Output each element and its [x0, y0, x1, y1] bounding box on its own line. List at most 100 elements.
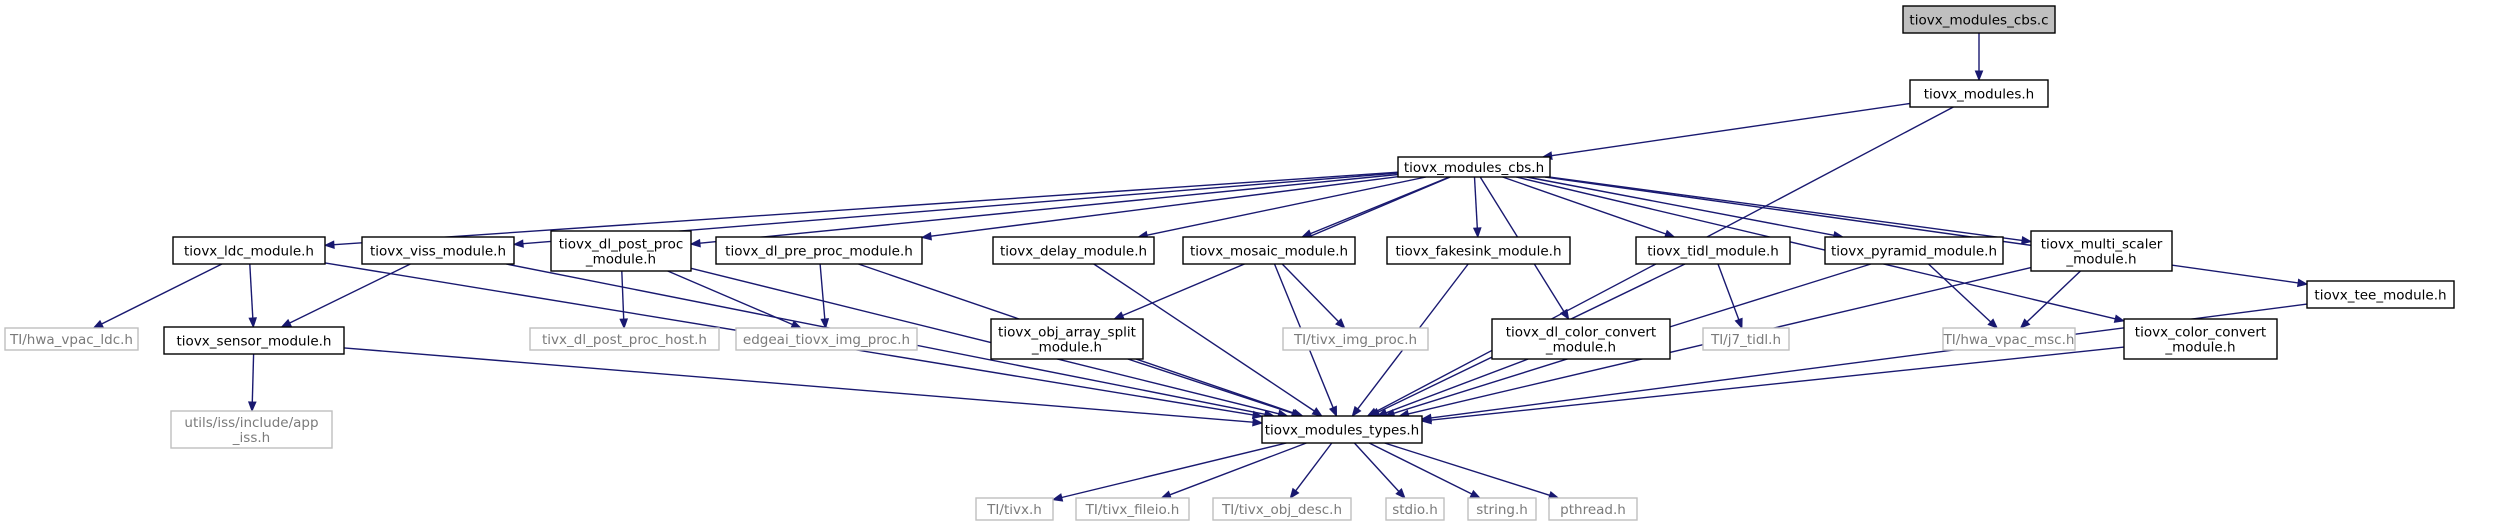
edge-line — [1353, 442, 1400, 492]
edge-n_cbs-to-n_tidl — [1502, 176, 1676, 238]
node-label: tiovx_modules.h — [1924, 87, 2035, 103]
node-box — [2306, 280, 2455, 309]
edge-arrowhead — [1395, 488, 1406, 499]
node-delay[interactable]: tiovx_delay_module.h — [992, 236, 1155, 265]
edge-n_dlpost-to-n_dlposthost — [619, 270, 629, 330]
node-dlpre[interactable]: tiovx_dl_pre_proc_module.h — [715, 236, 923, 265]
node-cbs[interactable]: tiovx_modules_cbs.h — [1397, 156, 1551, 178]
node-mod[interactable]: tiovx_modules.h — [1909, 79, 2049, 108]
edge-arrowhead — [2019, 318, 2031, 329]
node-root[interactable]: tiovx_modules_cbs.c — [1902, 5, 2056, 34]
edge-arrowhead — [2113, 314, 2126, 323]
edge-arrowhead — [1559, 308, 1570, 321]
node-label: _module.h — [585, 252, 656, 268]
node-box — [735, 327, 918, 351]
edge-n_dlcolor-to-n_types — [1376, 358, 1529, 417]
node-label: tiovx_modules_types.h — [1265, 423, 1419, 439]
edge-arrowhead — [1472, 227, 1482, 239]
node-viss[interactable]: tiovx_viss_module.h — [361, 236, 515, 265]
node-box — [975, 497, 1054, 521]
node-types[interactable]: tiovx_modules_types.h — [1261, 415, 1423, 444]
node-fakesink[interactable]: tiovx_fakesink_module.h — [1386, 236, 1571, 265]
node-dlpost[interactable]: tiovx_dl_post_proc_module.h — [550, 230, 692, 272]
edge-line — [1430, 346, 2125, 421]
node-box — [1824, 236, 2004, 265]
edge-n_cbs-to-n_ldc — [323, 171, 1399, 250]
edge-line — [1295, 442, 1333, 492]
edge-line — [1169, 442, 1307, 496]
node-tee[interactable]: tiovx_tee_module.h — [2306, 280, 2455, 309]
node-tidl[interactable]: tiovx_tidl_module.h — [1635, 236, 1791, 265]
edge-arrowhead — [689, 238, 701, 248]
node-appiss: utils/iss/include/app_iss.h — [170, 410, 333, 449]
edge-line — [289, 263, 411, 324]
edge-n_pyr-to-n_hwamsc — [1928, 263, 1999, 329]
nodes-layer: tiovx_modules_cbs.c tiovx_modules.h tiovx_… — [4, 5, 2455, 521]
node-label: _module.h — [2065, 252, 2136, 268]
node-sensor[interactable]: tiovx_sensor_module.h — [163, 326, 345, 355]
node-msc[interactable]: tiovx_multi_scaler_module.h — [2030, 230, 2173, 272]
edge-line — [1928, 263, 1992, 323]
node-label: TI/hwa_vpac_msc.h — [1943, 332, 2075, 348]
node-label: tiovx_dl_color_convert — [1506, 325, 1656, 341]
node-label: _module.h — [1545, 340, 1616, 356]
edge-line — [1061, 442, 1287, 499]
edge-arrowhead — [512, 239, 524, 248]
edge-line — [1093, 263, 1315, 412]
edge-line — [249, 263, 254, 319]
node-box — [1902, 5, 2056, 34]
node-pyr[interactable]: tiovx_pyramid_module.h — [1824, 236, 2004, 265]
edge-n_cbs-to-n_msc — [1548, 176, 2033, 245]
node-label: tiovx_modules_cbs.c — [1909, 13, 2048, 29]
edge-n_ldc-to-n_sensor — [248, 263, 258, 329]
node-ldc[interactable]: tiovx_ldc_module.h — [172, 236, 326, 265]
node-label: _iss.h — [232, 430, 270, 446]
node-colorconv[interactable]: tiovx_color_convert_module.h — [2123, 318, 2278, 360]
edge-n_cbs-to-n_mosaic — [1300, 176, 1450, 238]
edge-line — [343, 347, 1254, 423]
node-label: tiovx_tee_module.h — [2314, 288, 2446, 304]
node-label: TI/j7_tidl.h — [1710, 332, 1781, 348]
node-label: tiovx_dl_post_proc — [559, 237, 684, 253]
edge-line — [819, 263, 826, 320]
node-box — [1548, 497, 1638, 521]
node-label: tiovx_fakesink_module.h — [1395, 244, 1561, 260]
node-label: tiovx_viss_module.h — [370, 244, 506, 260]
node-box — [2123, 318, 2278, 360]
edge-n_cbs-to-n_tee — [1545, 176, 2309, 288]
node-label: tiovx_tidl_module.h — [1647, 244, 1779, 260]
node-box — [1909, 79, 2049, 108]
node-dlcolor[interactable]: tiovx_dl_color_convert_module.h — [1491, 318, 1671, 360]
node-mosaic[interactable]: tiovx_mosaic_module.h — [1182, 236, 1356, 265]
node-box — [172, 236, 326, 265]
edge-line — [1516, 176, 2116, 320]
node-box — [163, 326, 345, 355]
node-objsplit[interactable]: tiovx_obj_array_split_module.h — [990, 318, 1144, 360]
edge-arrowhead — [247, 401, 257, 413]
node-box — [1075, 497, 1190, 521]
edge-line — [333, 171, 1399, 246]
edge-arrowhead — [92, 319, 104, 329]
edge-n_dlpost-to-n_edgeai — [667, 270, 803, 329]
edge-n_types-to-n_objdesc — [1289, 442, 1333, 500]
node-label: tiovx_multi_scaler — [2041, 237, 2163, 253]
edge-arrowhead — [1734, 317, 1743, 330]
node-box — [1397, 156, 1551, 178]
edge-line — [699, 173, 1399, 244]
node-label: utils/iss/include/app — [184, 415, 318, 431]
edge-line — [1502, 176, 1667, 235]
node-label: edgeai_tiovx_img_proc.h — [743, 332, 910, 348]
node-box — [1182, 236, 1356, 265]
node-string: string.h — [1467, 497, 1537, 521]
node-label: TI/tivx_img_proc.h — [1293, 332, 1417, 348]
edge-arrowhead — [1987, 318, 1999, 329]
edge-n_types-to-n_pthread — [1384, 442, 1560, 500]
node-label: _module.h — [2164, 340, 2235, 356]
node-tivx: TI/tivx.h — [975, 497, 1054, 521]
edge-line — [690, 267, 1279, 415]
node-label: tiovx_sensor_module.h — [177, 334, 332, 350]
node-stdio: stdio.h — [1385, 497, 1445, 521]
node-label: tiovx_dl_pre_proc_module.h — [725, 244, 913, 260]
edge-line — [1548, 176, 2023, 242]
node-label: pthread.h — [1560, 502, 1626, 518]
